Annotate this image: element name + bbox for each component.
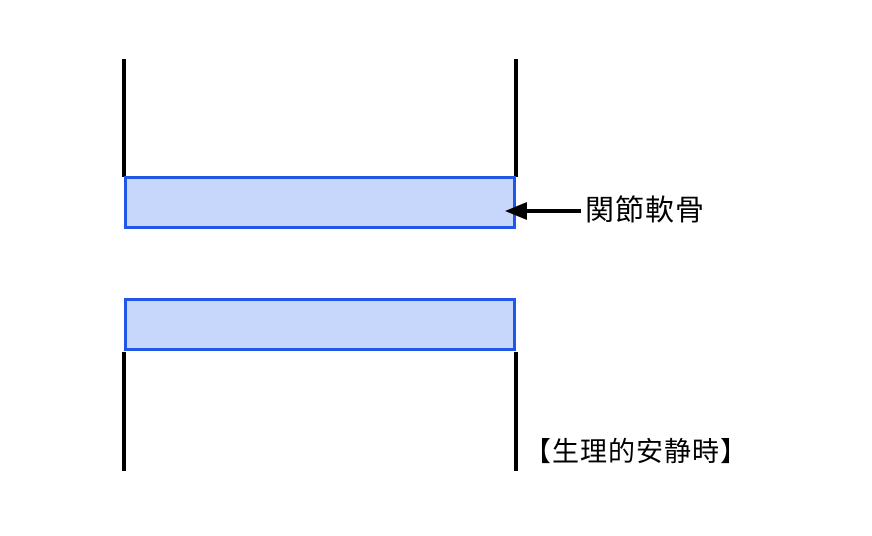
upper-bone-left-edge [122,59,126,177]
lower-bone-right-edge [514,352,518,471]
cartilage-label: 関節軟骨 [585,193,706,227]
state-label: 【生理的安静時】 [524,437,748,468]
lower-bone-left-edge [122,352,126,471]
lower-articular-cartilage [124,298,516,351]
pointer-arrow [505,202,581,220]
upper-articular-cartilage [124,176,516,229]
upper-bone-right-edge [514,59,518,177]
